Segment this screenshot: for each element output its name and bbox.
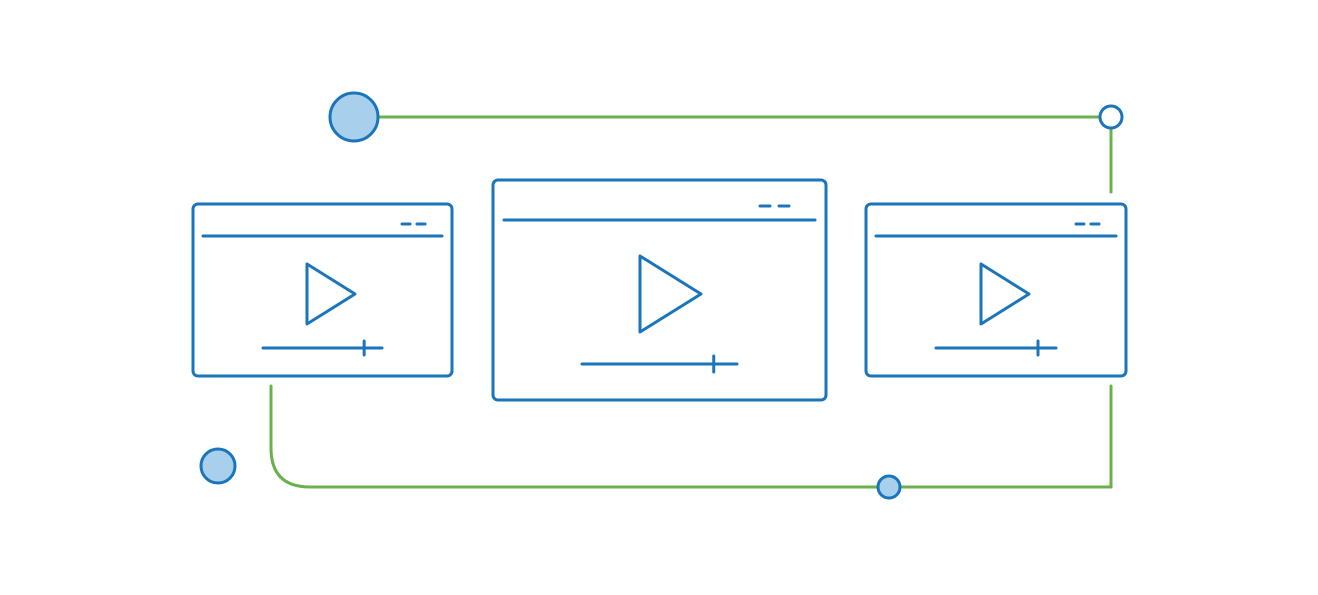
connector-nodes xyxy=(199,91,1124,500)
bottom-connector-line xyxy=(269,384,879,489)
bottom-node-circle xyxy=(876,474,902,500)
small-node-circle xyxy=(199,447,237,485)
connector-lines xyxy=(269,115,1113,489)
large-node-circle xyxy=(328,91,380,143)
window-frame xyxy=(191,202,454,378)
window-frame xyxy=(864,202,1128,378)
play-icon xyxy=(638,254,703,334)
play-icon xyxy=(979,262,1031,326)
video-player-window-left xyxy=(191,202,454,378)
hollow-node-circle xyxy=(1098,104,1124,130)
bottom-right-connector-line xyxy=(900,384,1113,489)
window-frame xyxy=(491,178,828,402)
video-player-window-center xyxy=(491,178,828,402)
play-icon xyxy=(305,262,357,326)
video-player-window-right xyxy=(864,202,1128,378)
